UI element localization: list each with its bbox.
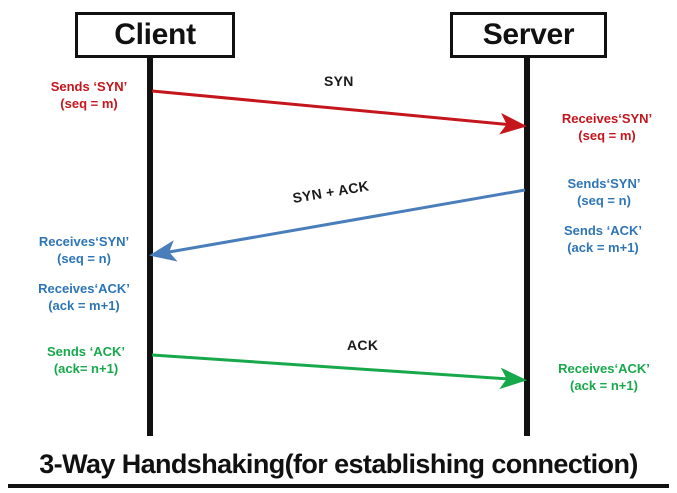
arrow-syn-ack [149,188,526,262]
note-client-sends-syn: Sends ‘SYN’ (seq = m) [34,78,144,112]
diagram-title: 3-Way Handshaking(for establishing conne… [39,449,638,479]
note-client-receives-syn: Receives‘SYN’ (seq = n) [24,233,144,267]
arrow-syn [151,89,527,135]
note-server-receives-ack: Receives‘ACK’ (ack = n+1) [540,360,668,394]
participant-box-client: Client [75,12,235,58]
note-line-2: (ack= n+1) [53,361,119,377]
note-line-2: (ack = n+1) [570,378,638,394]
note-server-sends-ack: Sends ‘ACK’ (ack = m+1) [540,222,666,256]
note-server-receives-syn: Receives‘SYN’ (seq = m) [545,110,669,144]
note-line-1: Receives‘ACK’ [38,281,130,296]
diagram-title-underline [8,484,669,488]
arrow-label-syn-ack: SYN + ACK [291,177,371,206]
note-server-sends-syn: Sends‘SYN’ (seq = n) [545,175,663,209]
note-client-sends-ack: Sends ‘ACK’ (ack= n+1) [28,343,144,377]
note-line-2: (ack = m+1) [567,240,639,256]
participant-label-server: Server [482,18,575,51]
note-line-1: Receives‘SYN’ [38,234,130,249]
note-line-2: (seq = m) [578,128,636,144]
note-line-2: (ack = m+1) [48,298,120,314]
note-line-1: Sends ‘ACK’ [563,223,642,238]
note-line-1: Sends‘SYN’ [567,176,641,191]
note-line-2: (seq = n) [577,193,631,209]
lifeline-client [147,57,153,436]
note-line-1: Sends ‘ACK’ [46,344,125,359]
note-line-1: Receives‘ACK’ [558,361,650,376]
arrow-label-syn: SYN [324,73,354,89]
note-line-2: (seq = m) [60,96,118,112]
note-line-1: Sends ‘SYN’ [50,79,128,94]
participant-box-server: Server [450,12,607,58]
participant-label-client: Client [114,18,196,51]
arrow-label-ack: ACK [347,337,379,353]
arrow-ack [151,353,527,390]
note-line-1: Receives‘SYN’ [561,111,653,126]
note-line-2: (seq = n) [57,251,111,267]
note-client-receives-ack: Receives‘ACK’ (ack = m+1) [24,280,144,314]
lifeline-server [524,57,530,436]
